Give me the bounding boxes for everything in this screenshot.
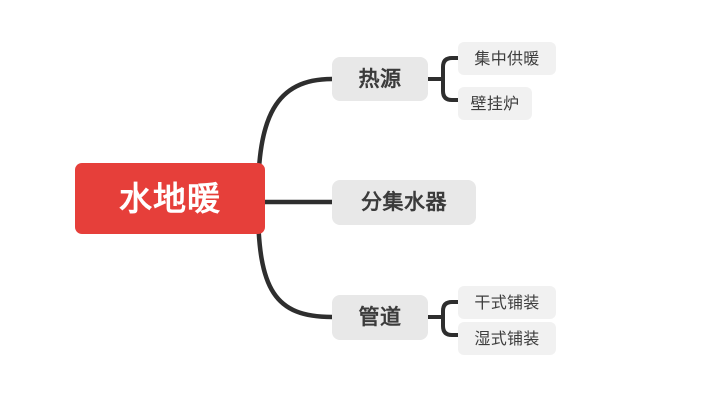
edge-pipeline-bracket — [441, 300, 460, 337]
branch-node-pipeline[interactable]: 管道 — [332, 295, 428, 340]
branch-node-label: 分集水器 — [361, 190, 447, 214]
edge-heat-source-bracket — [441, 56, 460, 102]
branch-node-label: 热源 — [358, 66, 402, 91]
leaf-node-wall-hung-boiler[interactable]: 壁挂炉 — [458, 87, 532, 120]
branch-node-label: 管道 — [358, 305, 402, 329]
edge-root-to-pipeline — [255, 202, 335, 320]
leaf-node-label: 湿式铺装 — [474, 328, 540, 348]
leaf-node-central-heating[interactable]: 集中供暖 — [458, 42, 556, 75]
branch-node-manifold[interactable]: 分集水器 — [332, 180, 476, 225]
leaf-node-label: 集中供暖 — [474, 48, 540, 68]
root-node-label: 水地暖 — [119, 179, 221, 218]
edge-root-to-heat-source — [255, 76, 335, 201]
leaf-node-label: 壁挂炉 — [470, 93, 520, 113]
leaf-node-dry-installation[interactable]: 干式铺装 — [458, 286, 556, 319]
leaf-node-wet-installation[interactable]: 湿式铺装 — [458, 322, 556, 355]
leaf-node-label: 干式铺装 — [474, 292, 540, 312]
root-node-water-floor-heating[interactable]: 水地暖 — [75, 163, 265, 234]
branch-node-heat-source[interactable]: 热源 — [332, 57, 428, 101]
